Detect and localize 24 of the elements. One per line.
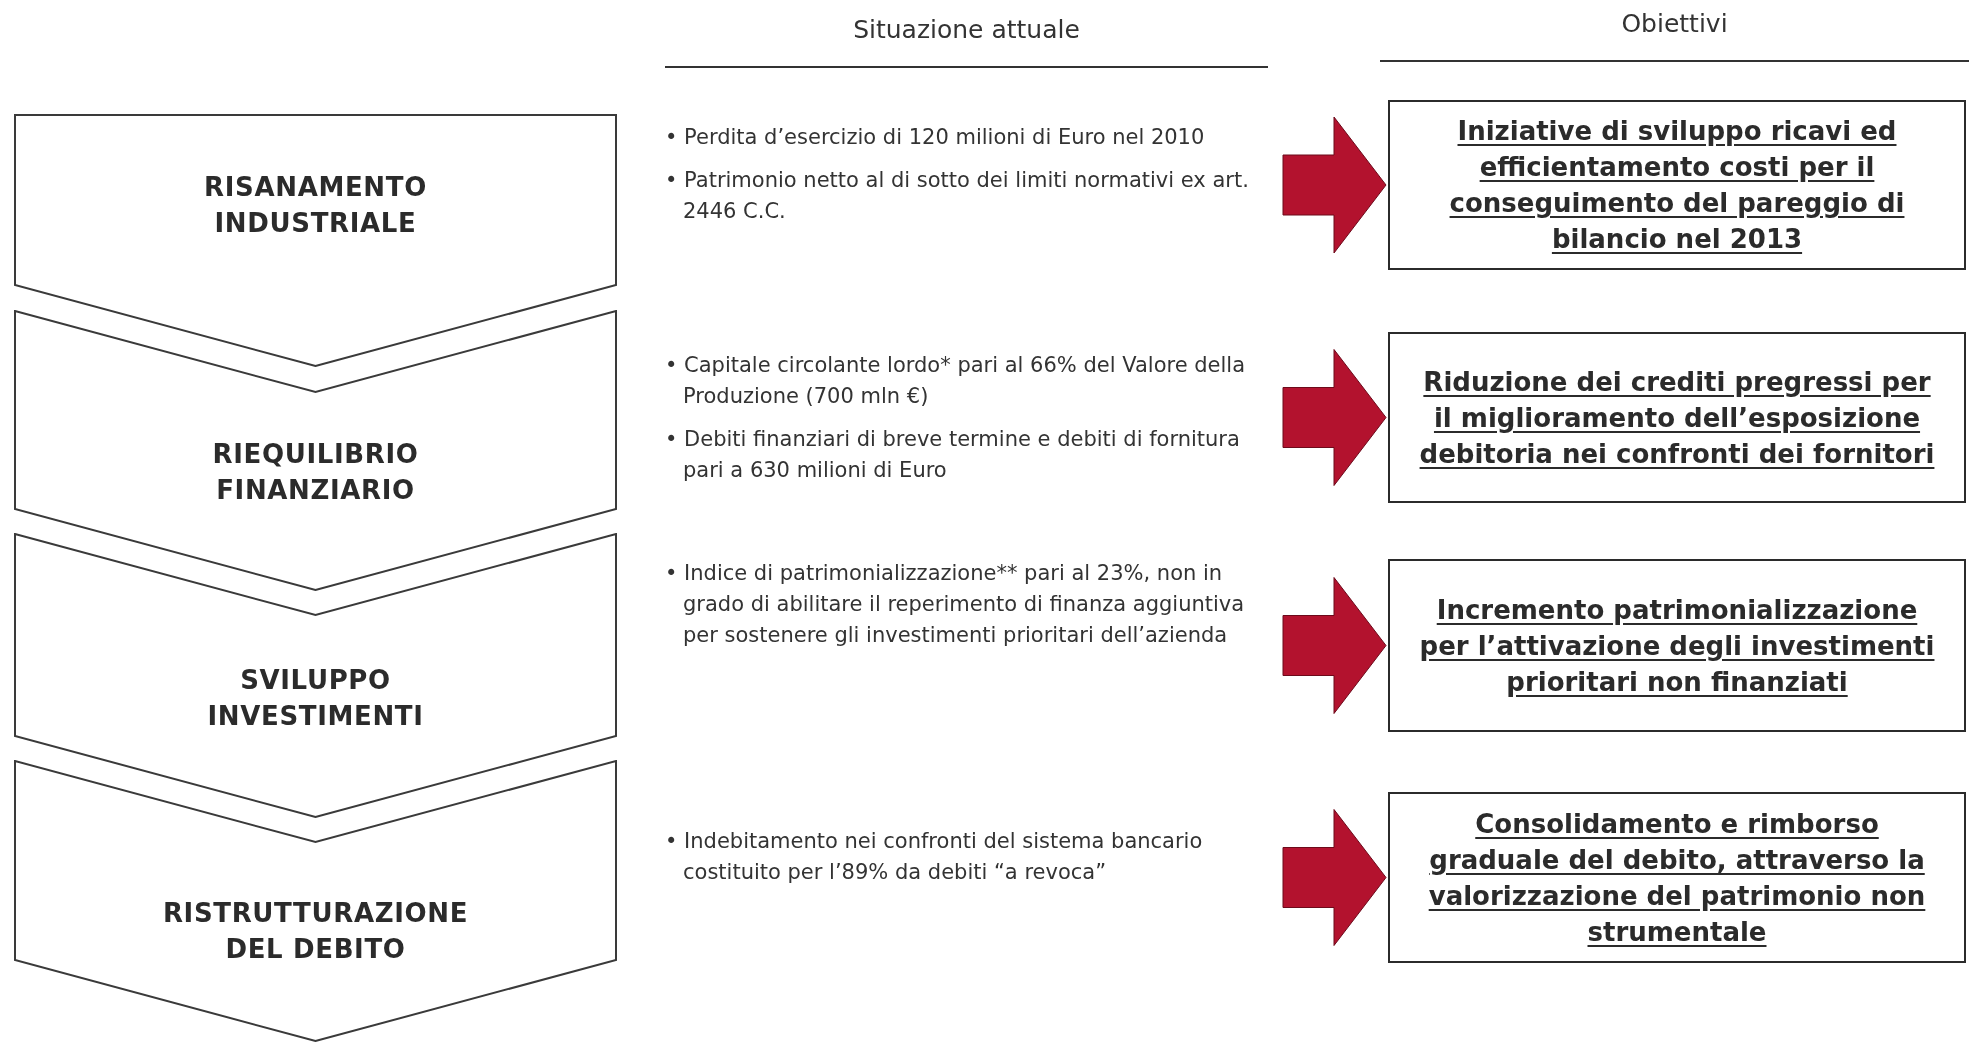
bullet-text: • Indice di patrimonializzazione** pari al 23%, non in grado di abilitare il reperimento di finanza aggiuntiva per sostenere gli investimenti prioritari dell’azienda	[665, 560, 1246, 649]
chevron-label: RISANAMENTO INDUSTRIALE	[203, 171, 428, 240]
block-arrow	[1282, 577, 1387, 714]
bullet-text: • Debiti finanziari di breve termine e debiti di fornitura pari a 630 milioni di Euro	[665, 426, 1241, 484]
objective-text: Riduzione dei crediti pregressi per il miglioramento dell’esposizione debitoria nei confronti dei fornitori	[1418, 365, 1936, 471]
chevron-label: RISTRUTTURAZIONE DEL DEBITO	[161, 897, 470, 966]
block-arrow	[1282, 116, 1387, 254]
block-arrow	[1282, 349, 1387, 486]
bullet-text: • Patrimonio netto al di sotto dei limiti normativi ex art. 2446 C.C.	[665, 167, 1250, 225]
objective-text: Consolidamento e rimborso graduale del debito, attraverso la valorizzazione del patrimonio non strumentale	[1427, 807, 1927, 949]
objective-box	[1388, 100, 1966, 270]
bullet-text: • Capitale circolante lordo* pari al 66% del Valore della Produzione (700 mln €)	[665, 352, 1247, 410]
chevron-label: SVILUPPO INVESTIMENTI	[206, 664, 425, 733]
objective-box	[1388, 332, 1966, 503]
column-heading: Obiettivi	[1621, 8, 1728, 40]
column-heading: Situazione attuale	[853, 14, 1080, 46]
objective-text: Incremento patrimonializzazione per l’attivazione degli investimenti prioritari non finanziati	[1418, 593, 1936, 699]
objective-text: Iniziative di sviluppo ricavi ed efficientamento costi per il conseguimento del pareggio di bilancio nel 2013	[1448, 115, 1906, 256]
objective-box	[1388, 792, 1966, 963]
block-arrow	[1282, 809, 1387, 946]
objective-box	[1388, 559, 1966, 732]
chevron-label: RIEQUILIBRIO FINANZIARIO	[211, 438, 420, 507]
bullet-text: • Perdita d’esercizio di 120 milioni di Euro nel 2010	[665, 124, 1206, 151]
bullet-text: • Indebitamento nei confronti del sistema bancario costituito per l’89% da debiti “a revoca”	[665, 828, 1204, 886]
